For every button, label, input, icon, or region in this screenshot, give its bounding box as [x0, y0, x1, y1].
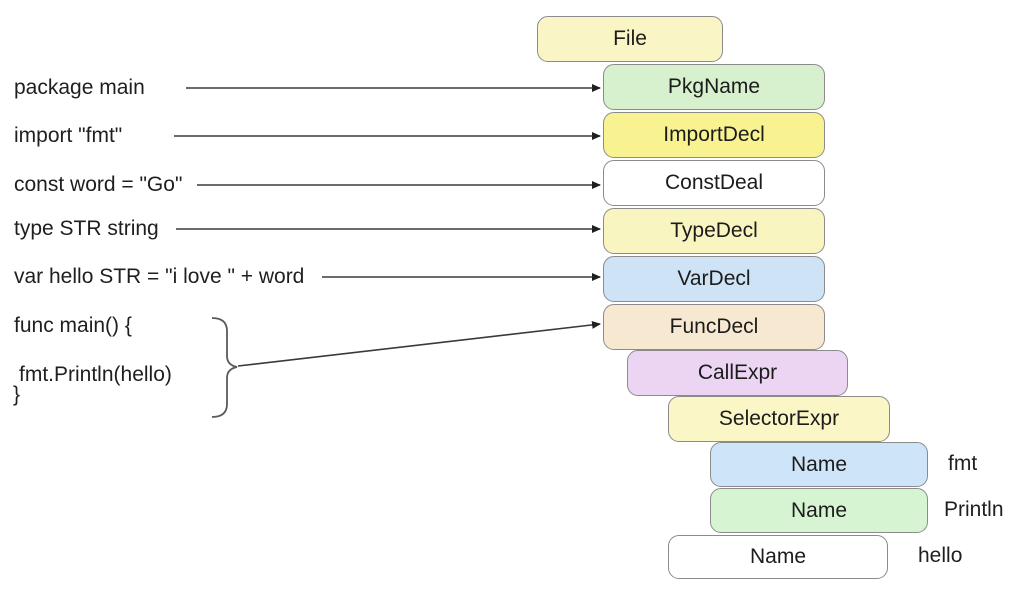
code-line-println: fmt.Println(hello): [19, 363, 172, 386]
node-name-hello-label: Name: [749, 545, 807, 568]
node-file-label: File: [613, 27, 647, 50]
node-pkgname: PkgName: [603, 64, 825, 110]
node-importdecl: ImportDecl: [603, 112, 825, 158]
node-name-fmt-label: Name: [790, 452, 848, 476]
annotation-fmt: fmt: [948, 452, 978, 475]
arrow-func-to-funcdecl: [237, 320, 601, 367]
node-funcdecl: FuncDecl: [603, 304, 825, 350]
node-vardecl: VarDecl: [603, 256, 825, 302]
annotation-hello: hello: [918, 544, 963, 567]
node-constdeal: ConstDeal: [603, 160, 825, 206]
node-typedecl: TypeDecl: [603, 208, 825, 254]
node-selectorexpr: SelectorExpr: [668, 396, 890, 442]
node-name-println: Name: [710, 488, 928, 533]
code-line-var: var hello STR = "i love " + word: [14, 265, 305, 288]
func-body-brace: [211, 317, 238, 418]
node-callexpr-label: CallExpr: [697, 361, 778, 384]
code-line-const: const word = "Go": [14, 173, 183, 196]
node-name-hello: Name: [668, 535, 888, 579]
node-typedecl-label: TypeDecl: [670, 219, 758, 242]
code-line-func-main: func main() {: [14, 314, 132, 337]
node-file: File: [537, 16, 723, 62]
node-name-fmt: Name: [710, 442, 928, 487]
code-line-package: package main: [14, 76, 145, 99]
node-name-println-label: Name: [790, 498, 848, 522]
node-funcdecl-label: FuncDecl: [669, 315, 759, 338]
code-line-import: import "fmt": [14, 124, 123, 147]
node-importdecl-label: ImportDecl: [663, 123, 765, 146]
code-line-close-brace: }: [13, 383, 21, 406]
code-line-type: type STR string: [14, 217, 159, 240]
node-vardecl-label: VarDecl: [677, 267, 751, 290]
node-pkgname-label: PkgName: [667, 75, 761, 98]
annotation-println: Println: [944, 498, 1004, 521]
node-selectorexpr-label: SelectorExpr: [718, 407, 840, 430]
node-callexpr: CallExpr: [627, 350, 848, 396]
node-constdeal-label: ConstDeal: [664, 171, 764, 194]
